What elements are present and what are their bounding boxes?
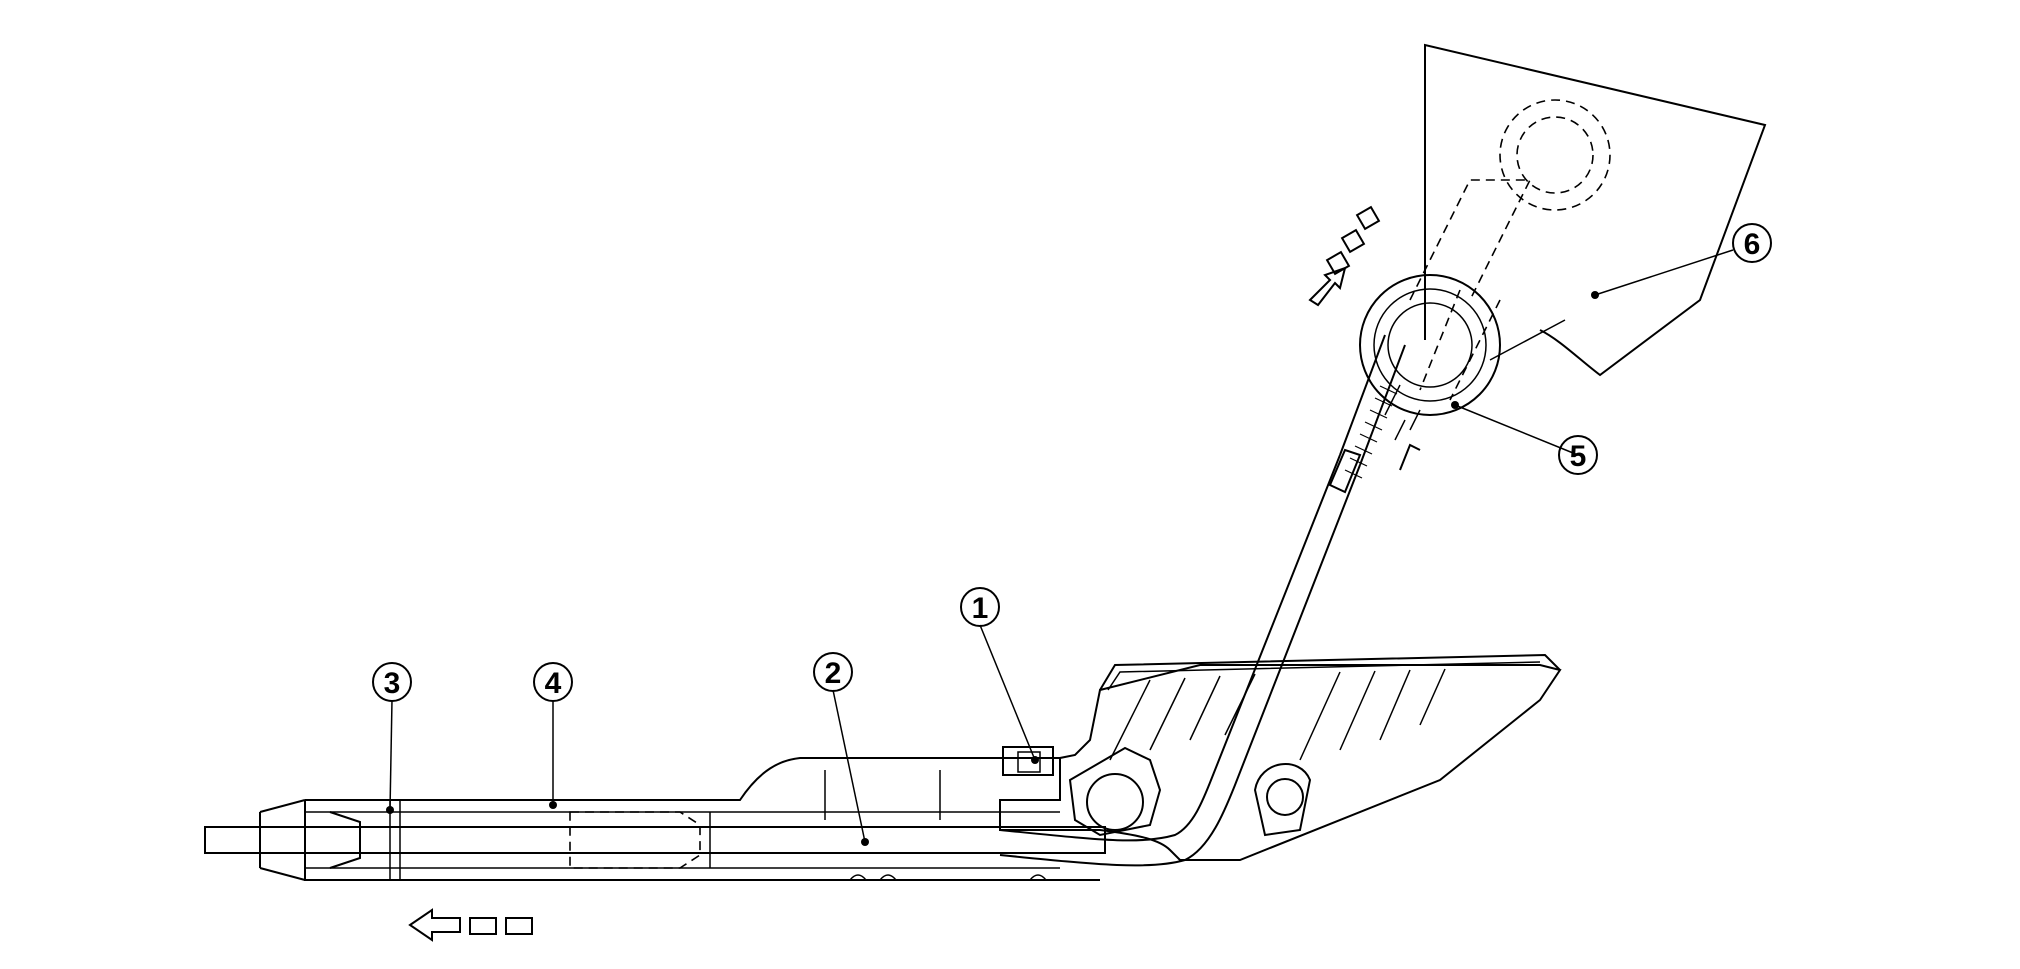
wrench-ring (1359, 274, 1501, 416)
pivot-circle-left (1086, 773, 1144, 831)
inclined-rod (1328, 334, 1421, 494)
callout-5: 5 (1558, 435, 1598, 475)
leader-lines (386, 249, 1734, 846)
shaft-housing (204, 757, 1106, 881)
rod-2 (204, 826, 1106, 854)
svg-text:1: 1 (972, 592, 989, 625)
callout-3: 3 (372, 662, 412, 702)
bracket-body (999, 653, 1562, 861)
svg-text:4: 4 (545, 667, 562, 700)
callout-1: 1 (960, 587, 1000, 627)
pivot-circle-right (1266, 778, 1304, 816)
svg-text:6: 6 (1744, 228, 1761, 261)
lower-direction-arrow (408, 908, 533, 942)
callout-6: 6 (1732, 223, 1772, 263)
clip-1 (1002, 746, 1054, 776)
svg-text:2: 2 (825, 657, 842, 690)
wrench (1359, 43, 1767, 441)
callout-2: 2 (813, 652, 853, 692)
callout-4: 4 (533, 662, 573, 702)
svg-text:5: 5 (1570, 440, 1587, 473)
rod-bend (999, 454, 1361, 867)
svg-text:3: 3 (384, 667, 401, 700)
upper-direction-arrow (1308, 205, 1381, 307)
